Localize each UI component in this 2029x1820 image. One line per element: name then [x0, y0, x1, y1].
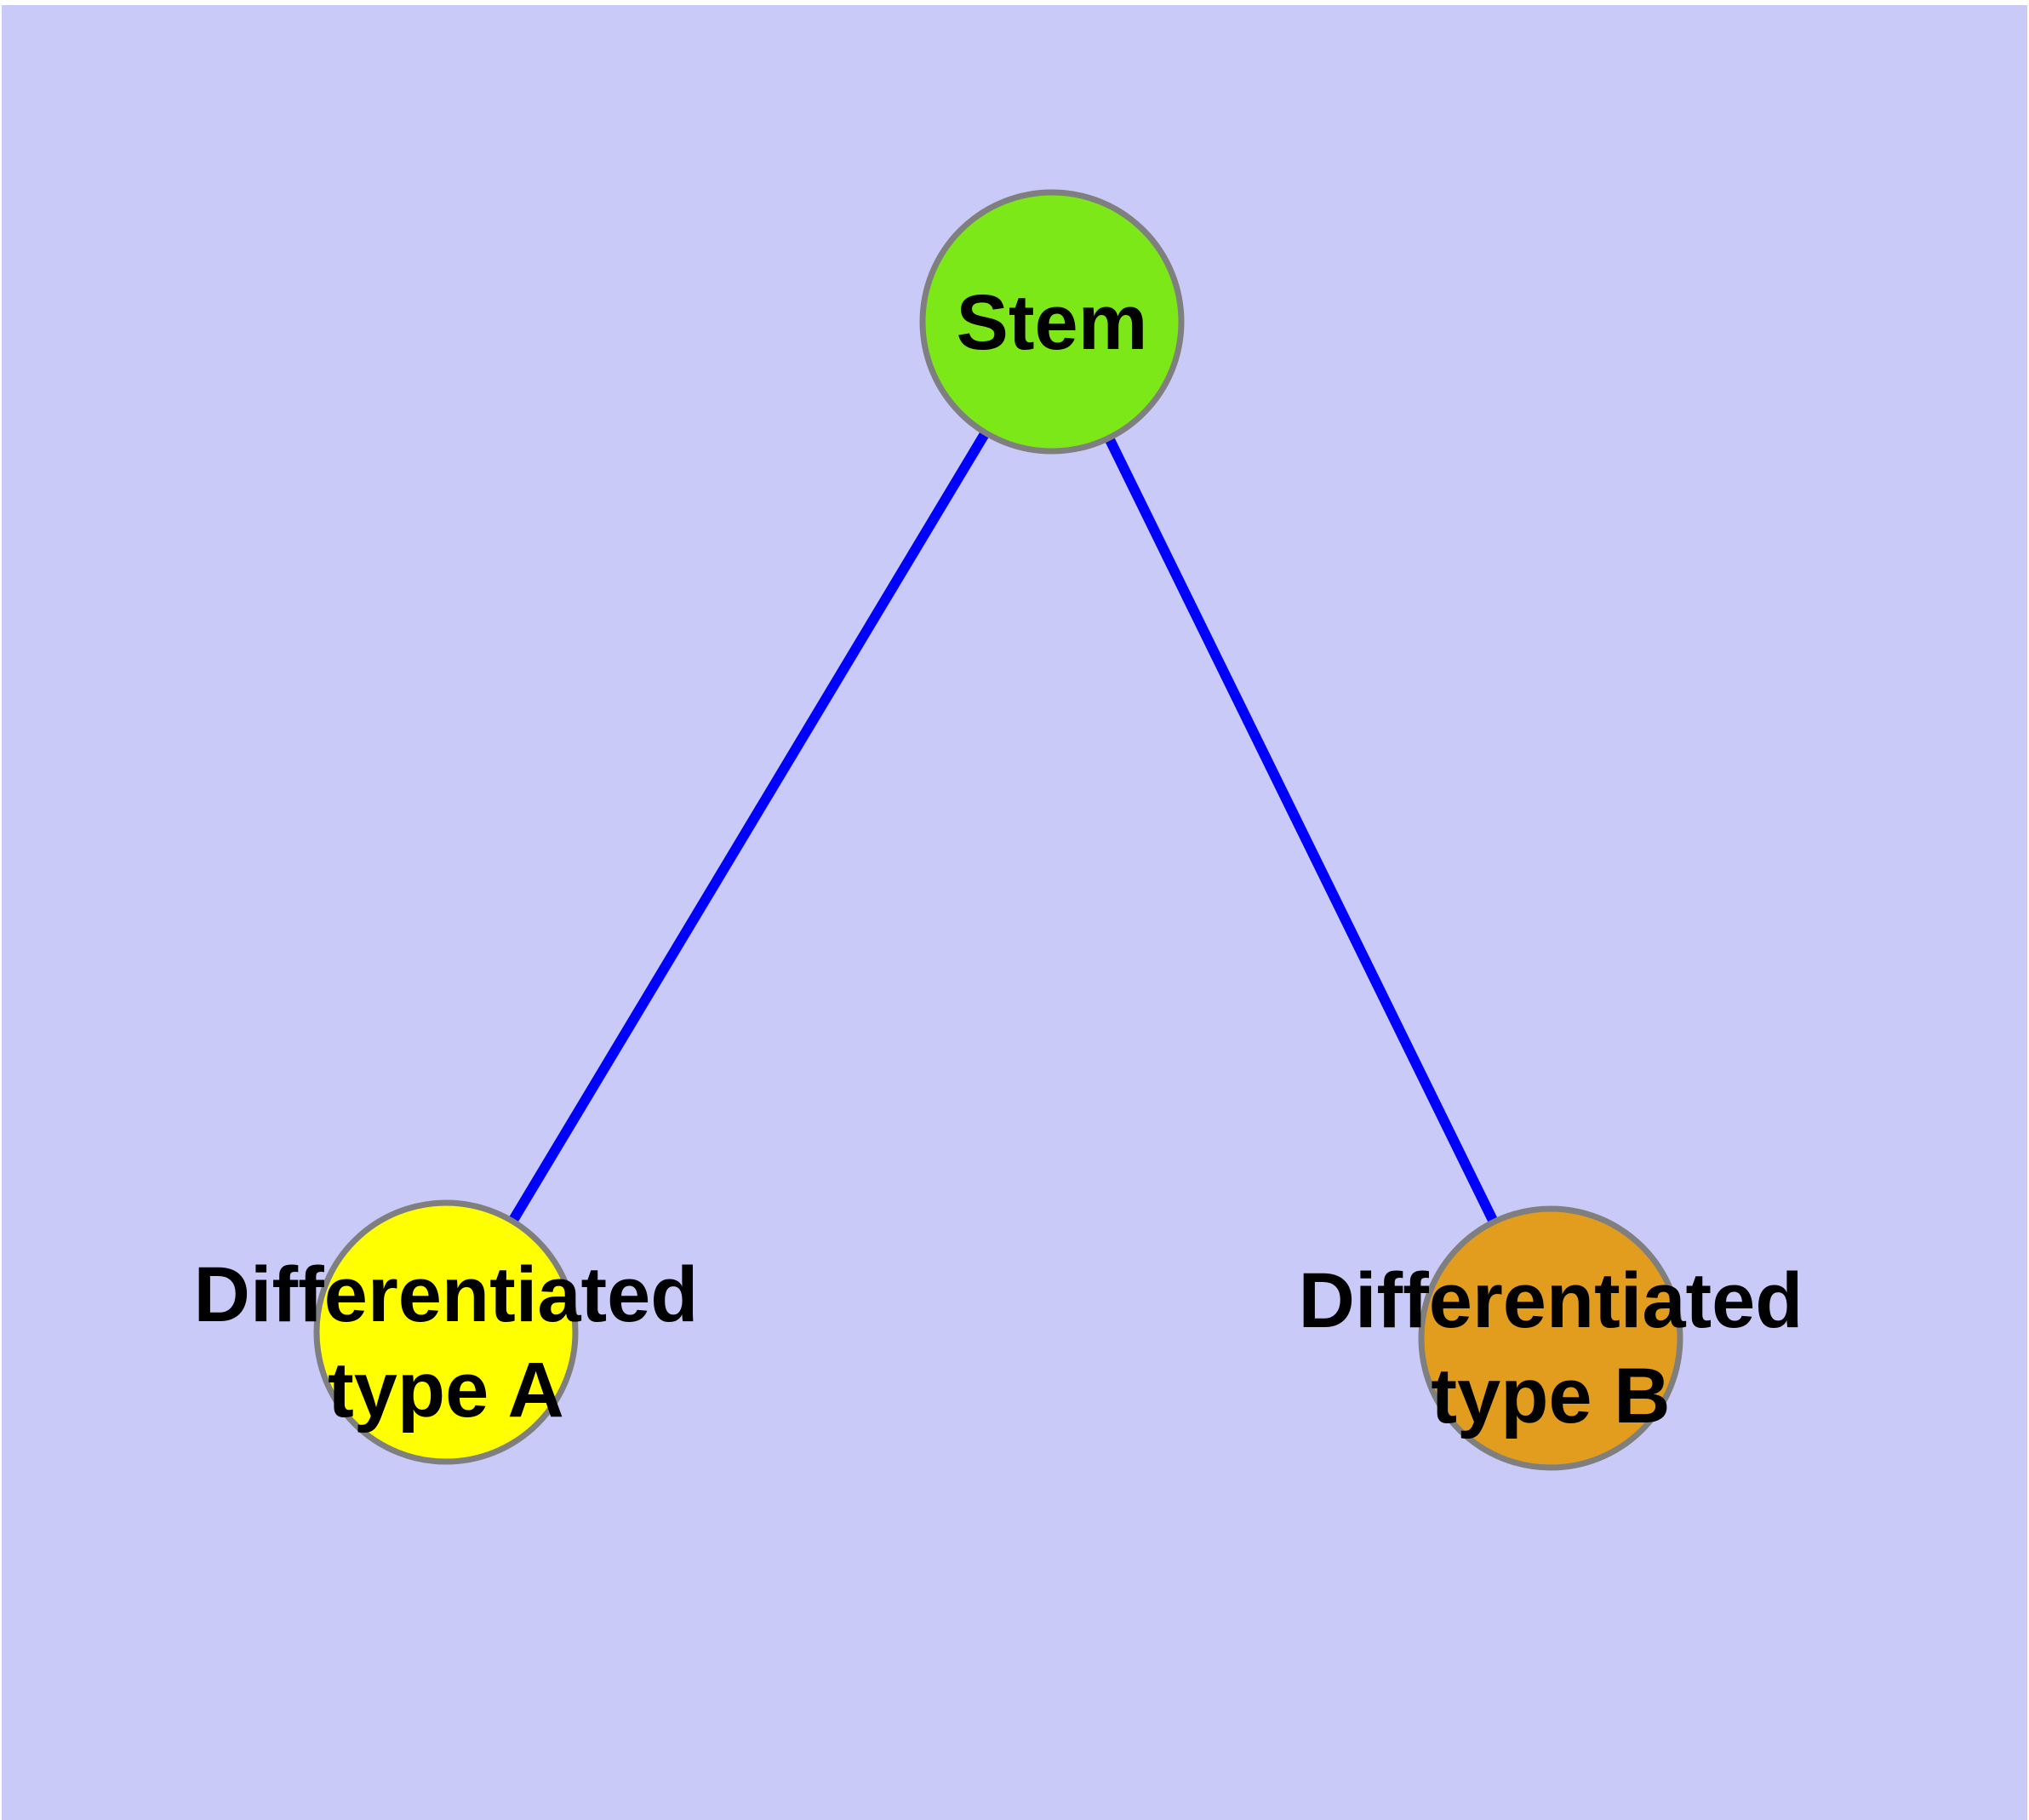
- edge-stem-to-type-b: [1047, 317, 1556, 1343]
- edge-stem-to-type-a: [441, 317, 1057, 1337]
- node-type-b-label-line1: Differentiated: [1299, 1257, 1803, 1344]
- node-stem-label: Stem: [957, 279, 1148, 366]
- node-stem: [919, 189, 1185, 455]
- node-differentiated-type-a: [313, 1199, 579, 1465]
- node-type-b-label-line2: type B: [1431, 1353, 1670, 1439]
- node-type-a-label-line1: Differentiated: [194, 1251, 699, 1338]
- node-differentiated-type-b: [1418, 1205, 1683, 1471]
- node-type-a-label-line2: type A: [328, 1347, 564, 1434]
